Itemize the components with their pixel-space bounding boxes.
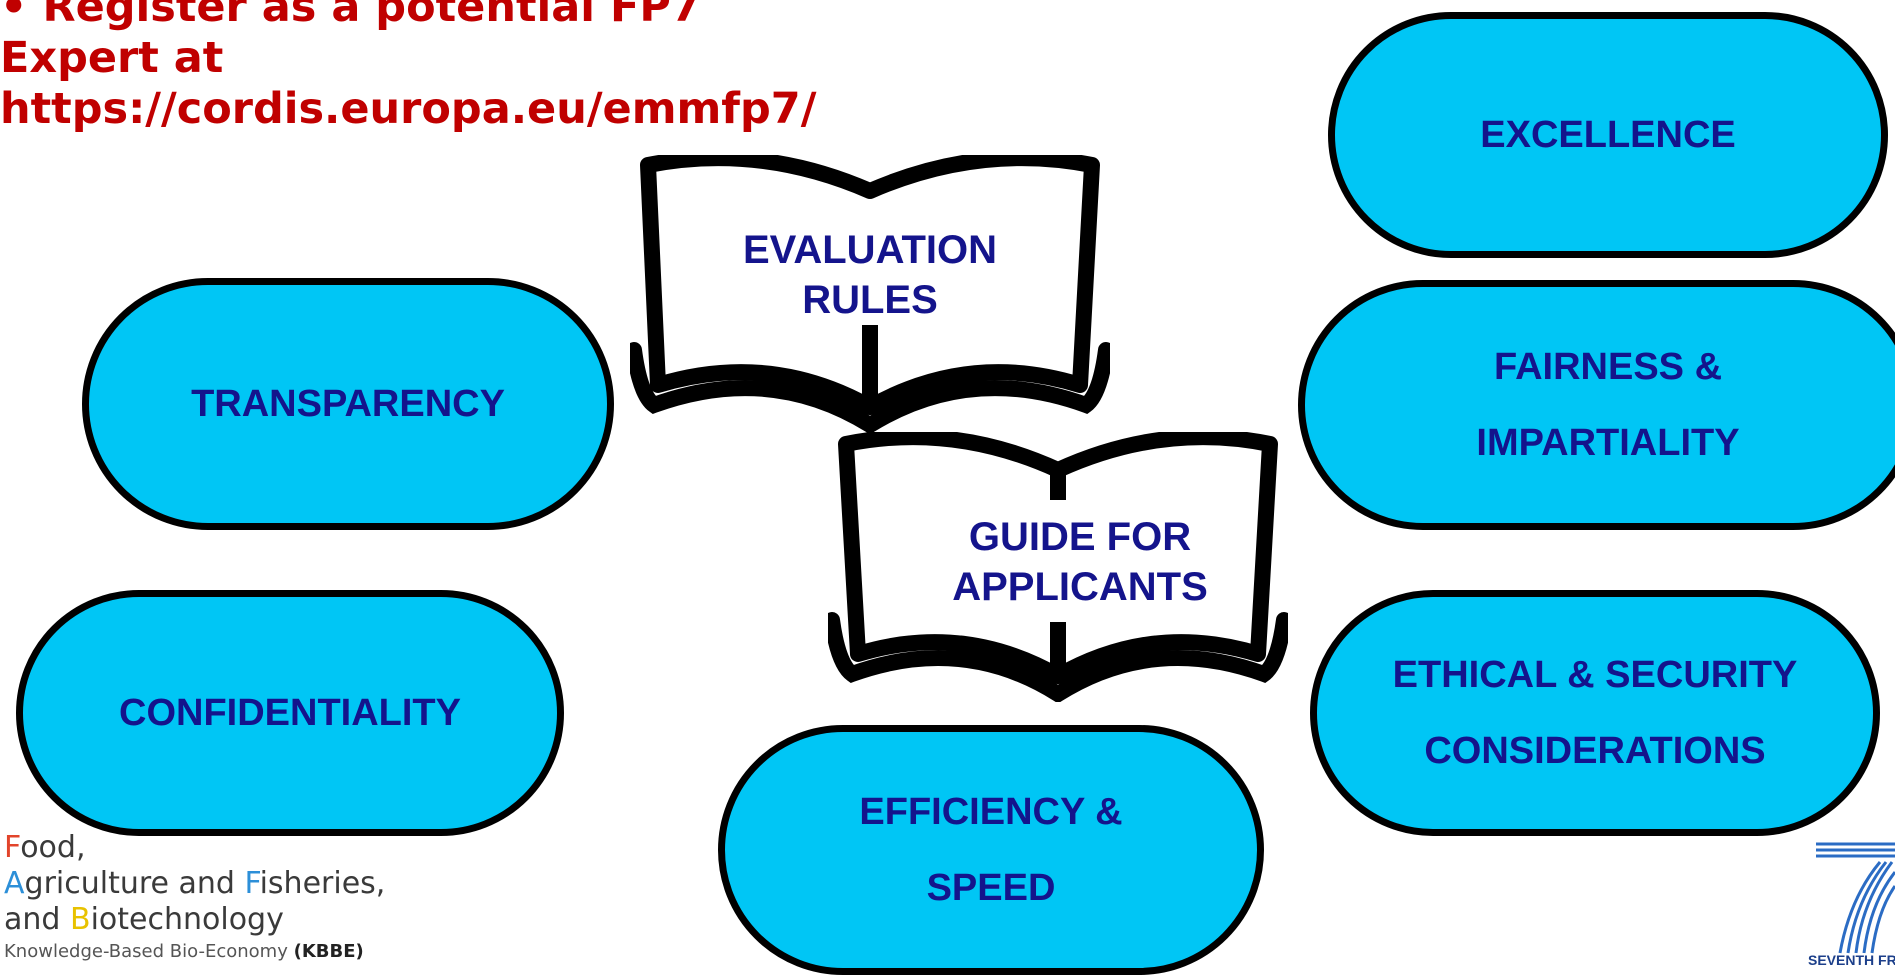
header-text: • Register as a potential FP7 Expert at … <box>0 0 1100 135</box>
logo-line-agriculture: Agriculture and Fisheries, <box>4 866 385 902</box>
logo-bio-pre: and <box>4 902 70 937</box>
logo-food-rest: ood, <box>20 830 86 865</box>
book-icon-guide-for-applicants <box>828 432 1288 702</box>
ethical-line-1: ETHICAL & SECURITY <box>1392 654 1798 696</box>
logo-bio-initial: B <box>69 902 91 937</box>
evaluation-rules-label: EVALUATION RULES <box>700 225 1040 325</box>
guide-line-2: APPLICANTS <box>952 565 1208 609</box>
confidentiality-pill: CONFIDENTIALITY <box>16 590 564 836</box>
logo-kbbe-pre: Knowledge-Based Bio-Economy <box>4 941 294 962</box>
excellence-label: EXCELLENCE <box>1480 113 1736 156</box>
evaluation-rules-line-1: EVALUATION <box>742 228 998 272</box>
efficiency-line-2: SPEED <box>926 867 1056 909</box>
book-icon-evaluation-rules <box>630 155 1110 435</box>
logo-line-biotech: and Biotechnology <box>4 902 385 938</box>
guide-line-1: GUIDE FOR <box>968 515 1192 559</box>
header-line-1: • Register as a potential FP7 <box>0 0 701 32</box>
logo-agri-initial: A <box>4 866 25 901</box>
header-line-2: Expert at <box>0 33 224 83</box>
fairness-line-1: FAIRNESS & <box>1493 346 1723 388</box>
fp7-caption: SEVENTH FRAMEWO <box>1808 952 1895 968</box>
logo-kbbe-bold: (KBBE) <box>293 941 364 962</box>
transparency-label: TRANSPARENCY <box>191 382 505 425</box>
efficiency-speed-pill: EFFICIENCY & SPEED <box>718 725 1264 975</box>
header-line-3: https://cordis.europa.eu/emmfp7/ <box>0 84 817 134</box>
logo-fish-rest: isheries, <box>259 866 386 901</box>
efficiency-line-1: EFFICIENCY & <box>859 791 1123 833</box>
guide-for-applicants-label: GUIDE FOR APPLICANTS <box>910 512 1250 612</box>
fairness-impartiality-pill: FAIRNESS & IMPARTIALITY <box>1298 280 1895 530</box>
ethical-line-2: CONSIDERATIONS <box>1424 730 1766 772</box>
evaluation-rules-line-2: RULES <box>802 278 938 322</box>
fp7-logo-icon <box>1816 842 1895 954</box>
kbbe-logo: Food, Agriculture and Fisheries, and Bio… <box>4 830 385 966</box>
logo-line-kbbe: Knowledge-Based Bio-Economy (KBBE) <box>4 938 385 966</box>
logo-fish-initial: F <box>244 866 260 901</box>
logo-agri-mid: griculture and <box>24 866 245 901</box>
logo-line-food: Food, <box>4 830 385 866</box>
excellence-pill: EXCELLENCE <box>1328 12 1888 258</box>
logo-food-initial: F <box>4 830 21 865</box>
transparency-pill: TRANSPARENCY <box>82 278 614 530</box>
fairness-line-2: IMPARTIALITY <box>1476 422 1740 464</box>
confidentiality-label: CONFIDENTIALITY <box>119 691 461 734</box>
logo-bio-rest: iotechnology <box>90 902 284 937</box>
ethical-security-pill: ETHICAL & SECURITY CONSIDERATIONS <box>1310 590 1880 836</box>
